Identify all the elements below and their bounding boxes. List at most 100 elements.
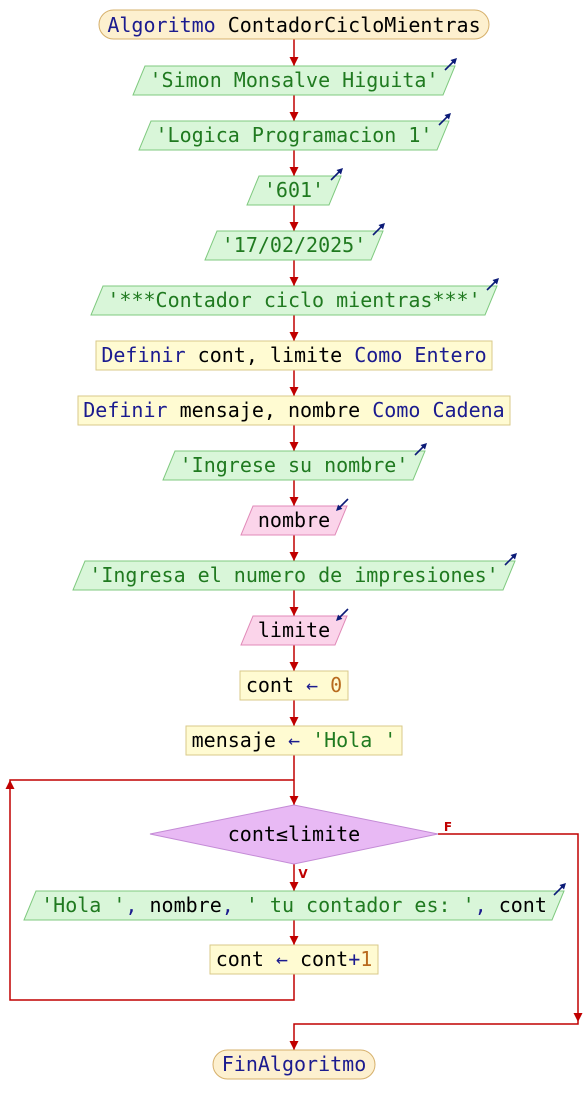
- true-label: V: [298, 867, 308, 881]
- string-token: 'Hola ': [41, 893, 125, 917]
- identifier-token: cont: [246, 673, 294, 697]
- output-label: '601': [264, 178, 324, 202]
- operator-token: ←: [264, 947, 300, 971]
- number-token: 0: [330, 673, 342, 697]
- false-branch-connector: [293, 833, 579, 1050]
- process-shape: [239, 670, 349, 701]
- decision-shape: [149, 804, 439, 865]
- assignment-step: mensaje ← 'Hola ': [185, 725, 403, 756]
- arrowhead: [289, 497, 299, 506]
- arrowhead: [289, 1041, 299, 1050]
- arrowhead: [289, 607, 299, 616]
- identifier-token: cont: [300, 947, 348, 971]
- arrowhead: [289, 442, 299, 451]
- output-shape: [204, 230, 384, 261]
- input-shape: [240, 505, 348, 536]
- identifier-token: nombre: [150, 893, 222, 917]
- input-label: nombre: [258, 508, 330, 532]
- identifier-token: limite: [258, 618, 330, 642]
- arrowhead: [289, 662, 299, 671]
- string-token: 'Hola ': [312, 728, 396, 752]
- output-step: '17/02/2025': [204, 223, 385, 261]
- arrowhead: [289, 936, 299, 945]
- algorithm-name: ContadorCicloMientras: [228, 13, 481, 37]
- keyword-token: FinAlgoritmo: [222, 1052, 367, 1076]
- output-arrow-icon: [486, 278, 499, 291]
- arrowheads: [5, 57, 583, 1050]
- arrowhead: [289, 167, 299, 176]
- output-step: 'Simon Monsalve Higuita': [132, 58, 457, 96]
- output-step: 'Ingrese su nombre': [162, 443, 427, 481]
- output-shape: [23, 890, 565, 921]
- loop-back-arrowhead: [5, 780, 15, 789]
- output-arrow-icon: [414, 443, 427, 456]
- assignment-label: mensaje ← 'Hola ': [192, 728, 397, 752]
- identifier-token: cont, limite: [186, 343, 355, 367]
- output-step: '***Contador ciclo mientras***': [90, 278, 499, 316]
- arrowhead: [289, 796, 299, 805]
- string-token: '17/02/2025': [222, 233, 367, 257]
- output-step: 'Hola ', nombre, ' tu contador es: ', co…: [23, 883, 566, 921]
- string-token: 'Simon Monsalve Higuita': [150, 68, 439, 92]
- output-arrow-icon: [330, 168, 343, 181]
- output-arrow-icon: [372, 223, 385, 236]
- output-step: '601': [246, 168, 343, 206]
- input-step: limite: [240, 608, 349, 646]
- keyword-token: Definir: [83, 398, 167, 422]
- operator-token: ←: [276, 728, 312, 752]
- identifier-token: mensaje, nombre: [168, 398, 373, 422]
- keyword-token: Como Entero: [354, 343, 486, 367]
- loop-back-connector: [9, 779, 295, 1001]
- process-shape: [77, 395, 511, 426]
- operator-token: ←: [294, 673, 330, 697]
- keyword-token: Algoritmo: [107, 13, 215, 37]
- output-shape: [90, 285, 498, 316]
- assignment-label: cont ← cont+1: [216, 947, 373, 971]
- operator-token: ,: [475, 893, 499, 917]
- input-shape: [240, 615, 348, 646]
- arrowhead: [289, 552, 299, 561]
- output-shape: [246, 175, 342, 206]
- output-arrow-icon: [438, 113, 451, 126]
- keyword-token: Definir: [101, 343, 185, 367]
- assignment-step: cont ← 0: [239, 670, 349, 701]
- end-shape: [212, 1049, 376, 1080]
- process-step: Definir cont, limite Como Entero: [95, 340, 493, 371]
- assignment-label: cont ← 0: [246, 673, 342, 697]
- input-arrow-icon: [336, 498, 349, 511]
- start-terminator: Algoritmo ContadorCicloMientras: [98, 9, 490, 40]
- process-shape: [185, 725, 403, 756]
- arrowhead: [289, 882, 299, 891]
- arrowhead: [289, 387, 299, 396]
- output-label: 'Hola ', nombre, ' tu contador es: ', co…: [41, 893, 547, 917]
- process-label: Definir mensaje, nombre Como Cadena: [83, 398, 504, 422]
- output-arrow-icon: [444, 58, 457, 71]
- arrowhead: [289, 222, 299, 231]
- output-shape: [138, 120, 450, 151]
- loop-decision: cont≤limite F V: [149, 804, 452, 881]
- output-label: '***Contador ciclo mientras***': [107, 288, 480, 312]
- identifier-token: cont: [216, 947, 264, 971]
- number-token: 1: [360, 947, 372, 971]
- arrowhead: [289, 57, 299, 66]
- operator-token: ,: [125, 893, 149, 917]
- string-token: 'Ingrese su nombre': [180, 453, 409, 477]
- start-shape: [98, 9, 490, 40]
- output-shape: [162, 450, 426, 481]
- input-step: nombre: [240, 498, 349, 536]
- string-token: ' tu contador es: ': [246, 893, 475, 917]
- string-token: 'Ingresa el numero de impresiones': [89, 563, 498, 587]
- end-terminator: FinAlgoritmo: [212, 1049, 376, 1080]
- output-shape: [132, 65, 456, 96]
- input-label: limite: [258, 618, 330, 642]
- arrowhead: [573, 1013, 583, 1022]
- identifier-token: cont: [499, 893, 547, 917]
- input-arrow-icon: [336, 608, 349, 621]
- operator-token: +: [348, 947, 360, 971]
- process-shape: [95, 340, 493, 371]
- process-shape: [209, 944, 379, 975]
- loop-condition: cont≤limite: [228, 822, 360, 846]
- output-arrow-icon: [553, 883, 566, 896]
- output-label: 'Logica Programacion 1': [156, 123, 433, 147]
